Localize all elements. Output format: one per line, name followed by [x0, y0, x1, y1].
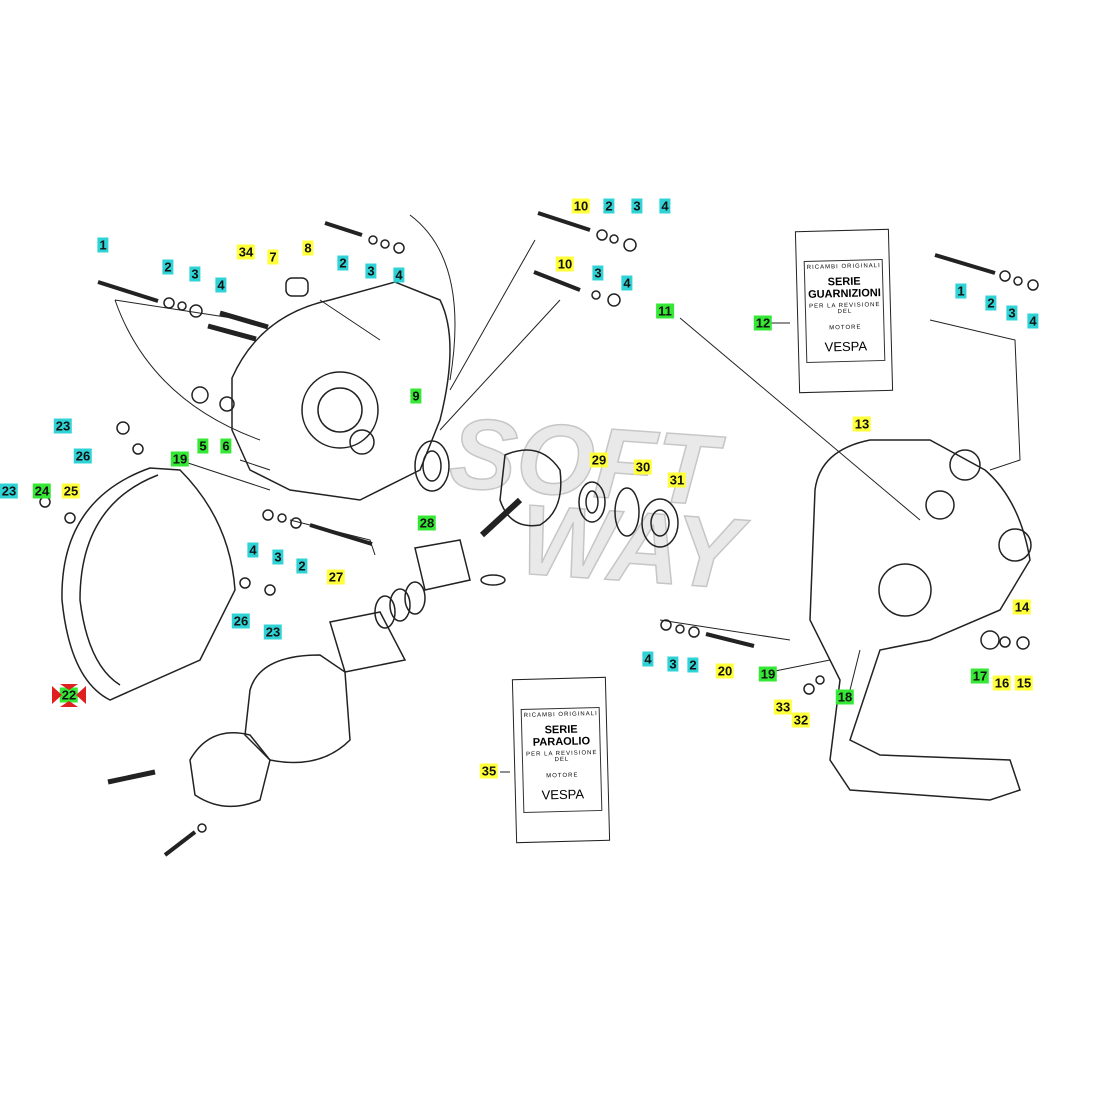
bolts-group	[39, 211, 1039, 695]
part-label[interactable]: 4	[659, 198, 671, 214]
part-label[interactable]: 2	[603, 198, 615, 214]
crankshaft-group	[414, 440, 679, 548]
part-label[interactable]: 9	[410, 388, 422, 404]
part-label[interactable]: 3	[631, 198, 643, 214]
left-crankcase	[231, 281, 451, 501]
part-label[interactable]: 26	[73, 448, 93, 464]
part-label[interactable]: 4	[642, 651, 654, 667]
part-label[interactable]: 23	[263, 624, 283, 640]
part-label[interactable]: 5	[197, 438, 209, 454]
part-label[interactable]: 4	[621, 275, 633, 291]
part-label[interactable]: 29	[589, 452, 609, 468]
part-label[interactable]: 3	[592, 265, 604, 281]
part-label[interactable]: 2	[337, 255, 349, 271]
part-label[interactable]: 30	[633, 459, 653, 475]
part-label[interactable]: 1	[97, 237, 109, 253]
part-label[interactable]: 6	[220, 438, 232, 454]
part-label[interactable]: 3	[365, 263, 377, 279]
part-label[interactable]: 33	[773, 699, 793, 715]
part-label[interactable]: 2	[687, 657, 699, 673]
part-label[interactable]: 12	[753, 315, 773, 331]
part-label[interactable]: 2	[985, 295, 997, 311]
part-label[interactable]: 11	[656, 303, 674, 319]
part-label[interactable]: 13	[852, 416, 872, 432]
right-crankcase	[809, 439, 1032, 801]
part-label[interactable]: 34	[236, 244, 256, 260]
part-label[interactable]: 18	[835, 689, 855, 705]
part-label[interactable]: 1	[955, 283, 967, 299]
part-label[interactable]: 24	[32, 483, 52, 499]
part-label[interactable]: 31	[667, 472, 687, 488]
part-label[interactable]: 22	[59, 687, 79, 703]
part-label[interactable]: 3	[272, 549, 284, 565]
part-label[interactable]: 3	[667, 656, 679, 672]
part-label[interactable]: 20	[715, 663, 735, 679]
part-label[interactable]: 4	[215, 277, 227, 293]
part-label[interactable]: 14	[1012, 599, 1032, 615]
part-label[interactable]: 17	[970, 668, 990, 684]
part-label[interactable]: 4	[393, 267, 405, 283]
part-label[interactable]: 7	[267, 249, 279, 265]
part-label[interactable]: 28	[417, 515, 437, 531]
part-label[interactable]: 4	[247, 542, 259, 558]
part-label[interactable]: 10	[555, 256, 575, 272]
flywheel-cover	[61, 467, 236, 701]
part-label[interactable]: 23	[53, 418, 73, 434]
part-label[interactable]: 3	[189, 266, 201, 282]
part-label[interactable]: 26	[231, 613, 251, 629]
part-label[interactable]: 27	[326, 569, 346, 585]
leader-lines	[114, 214, 1021, 773]
part-label[interactable]: 35	[479, 763, 499, 779]
part-label[interactable]: 2	[296, 558, 308, 574]
part-label[interactable]: 23	[0, 483, 19, 499]
part-label[interactable]: 16	[992, 675, 1012, 691]
part-label[interactable]: 15	[1014, 675, 1034, 691]
part-label[interactable]: 19	[758, 666, 778, 682]
part-label[interactable]: 3	[1006, 305, 1018, 321]
cylinder-group	[107, 539, 506, 857]
part-label[interactable]: 4	[1027, 313, 1039, 329]
part-label[interactable]: 8	[302, 240, 314, 256]
part-label[interactable]: 32	[791, 712, 811, 728]
part-label[interactable]: 2	[162, 259, 174, 275]
part-label[interactable]: 10	[571, 198, 591, 214]
part-label[interactable]: 25	[61, 483, 81, 499]
part-label[interactable]: 19	[170, 451, 190, 467]
